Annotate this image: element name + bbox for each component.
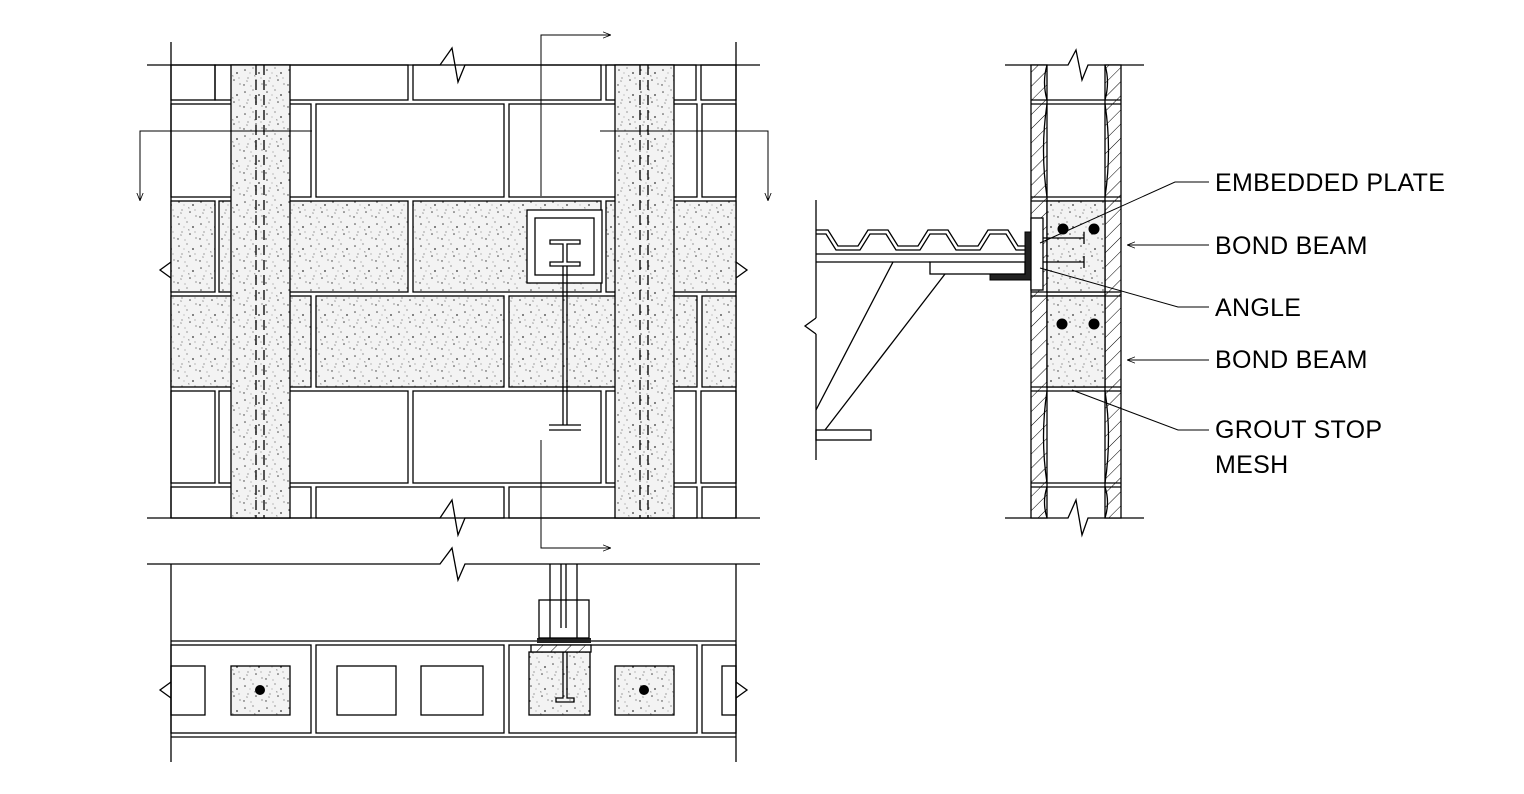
wall-plan [147, 546, 760, 762]
callout-bond-beam-lower: BOND BEAM [1128, 346, 1368, 374]
label-grout-stop-mesh-line2: MESH [1215, 451, 1288, 479]
embedded-plate-elevation [526, 209, 603, 431]
wall-section [803, 48, 1144, 538]
wall-elevation [140, 35, 768, 548]
label-bond-beam-lower: BOND BEAM [1215, 346, 1368, 374]
section-cut-marker [140, 35, 768, 548]
label-embedded-plate: EMBEDDED PLATE [1215, 169, 1445, 197]
callout-bond-beam-upper: BOND BEAM [1128, 232, 1368, 260]
callout-embedded-plate: EMBEDDED PLATE [1039, 169, 1445, 244]
label-bond-beam-upper: BOND BEAM [1215, 232, 1368, 260]
callout-grout-stop-mesh: GROUT STOP MESH [1071, 389, 1382, 479]
label-angle: ANGLE [1215, 294, 1301, 322]
callout-angle: ANGLE [1039, 267, 1301, 322]
label-grout-stop-mesh-line1: GROUT STOP [1215, 416, 1382, 444]
